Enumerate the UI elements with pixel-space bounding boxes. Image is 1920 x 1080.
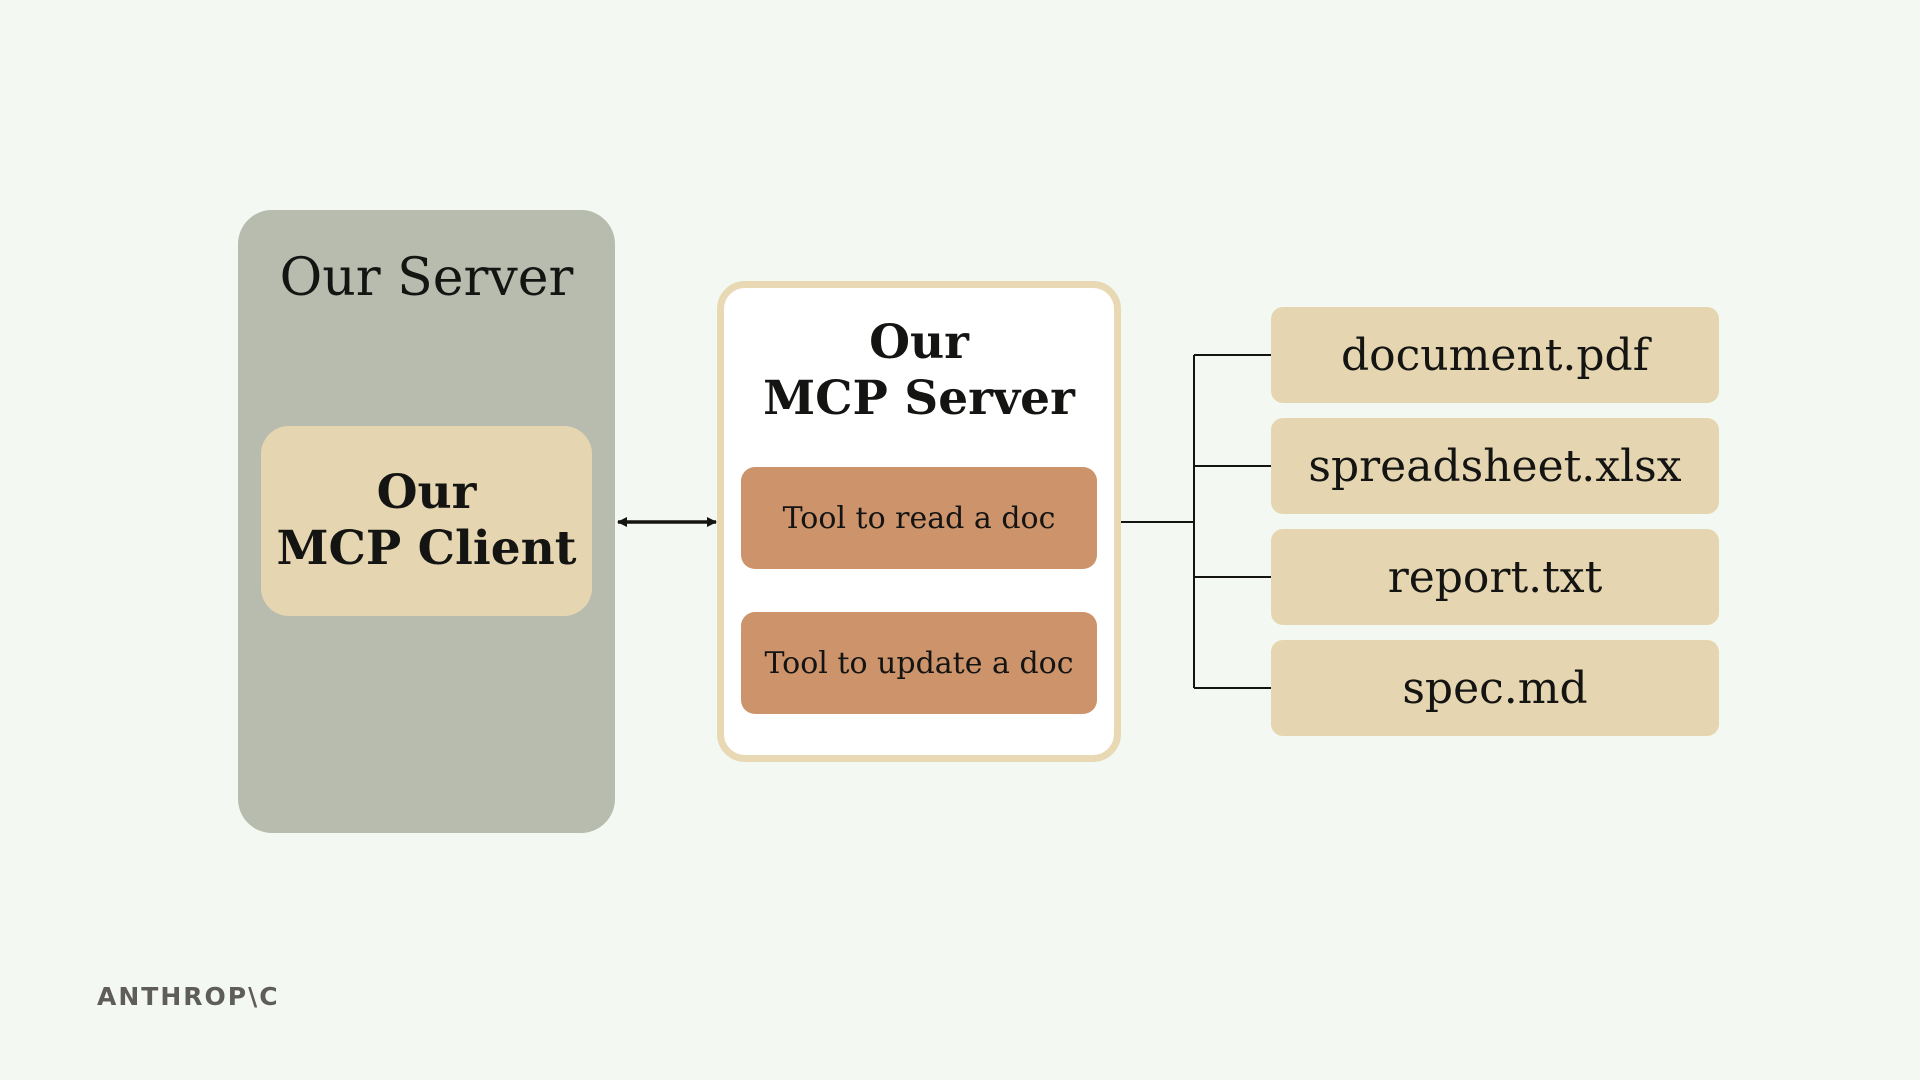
file-bracket-connector: [1121, 354, 1271, 689]
tool-update-doc: Tool to update a doc: [741, 612, 1097, 714]
file-spreadsheet-xlsx: spreadsheet.xlsx: [1271, 418, 1719, 514]
anthropic-logo: ANTHROP\C: [97, 982, 280, 1011]
mcp-server-title-line1: Our: [869, 315, 969, 370]
file-report-txt: report.txt: [1271, 529, 1719, 625]
mcp-client-title-line2: MCP Client: [276, 521, 577, 576]
our-server-box: Our Server Our MCP Client: [238, 210, 615, 833]
mcp-client-title-line1: Our: [376, 465, 477, 520]
mcp-server-title-line2: MCP Server: [763, 371, 1075, 426]
tool-read-doc: Tool to read a doc: [741, 467, 1097, 569]
our-server-title: Our Server: [279, 248, 574, 308]
mcp-server-title: Our MCP Server: [724, 315, 1114, 427]
file-spec-md: spec.md: [1271, 640, 1719, 736]
file-document-pdf: document.pdf: [1271, 307, 1719, 403]
mcp-client-box: Our MCP Client: [261, 426, 592, 616]
mcp-server-box: Our MCP Server Tool to read a doc Tool t…: [717, 281, 1121, 762]
